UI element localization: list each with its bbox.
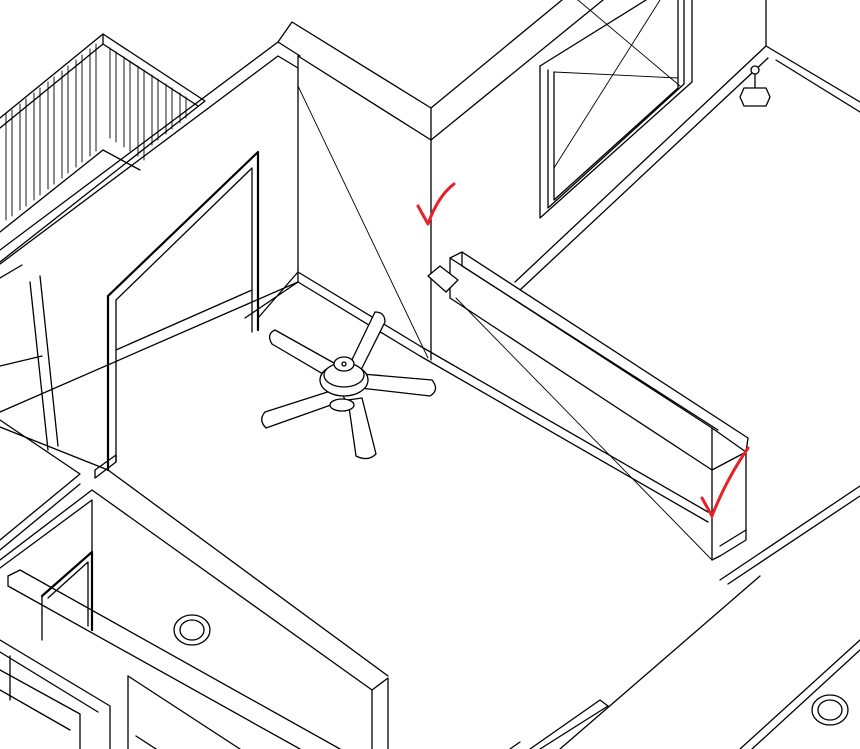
left-frame-post <box>0 264 59 451</box>
center-corner-wall <box>277 0 604 361</box>
window <box>539 0 693 219</box>
lower-left-cabinet <box>0 639 241 749</box>
pendant-light-fixture <box>739 65 771 107</box>
back-right-wall <box>511 0 860 291</box>
checkmark-annotation-icon <box>700 446 750 518</box>
room-floor-edges <box>107 271 709 677</box>
half-wall <box>427 251 749 561</box>
doorway-opening <box>94 150 299 479</box>
balcony-railing <box>0 33 206 263</box>
lower-right-walls <box>509 485 860 749</box>
lower-left-room <box>0 419 389 749</box>
checkmark-annotation-icon <box>416 182 456 226</box>
ceiling-fan <box>261 311 437 460</box>
recessed-light-right <box>811 694 849 726</box>
recessed-light-left <box>173 614 211 646</box>
